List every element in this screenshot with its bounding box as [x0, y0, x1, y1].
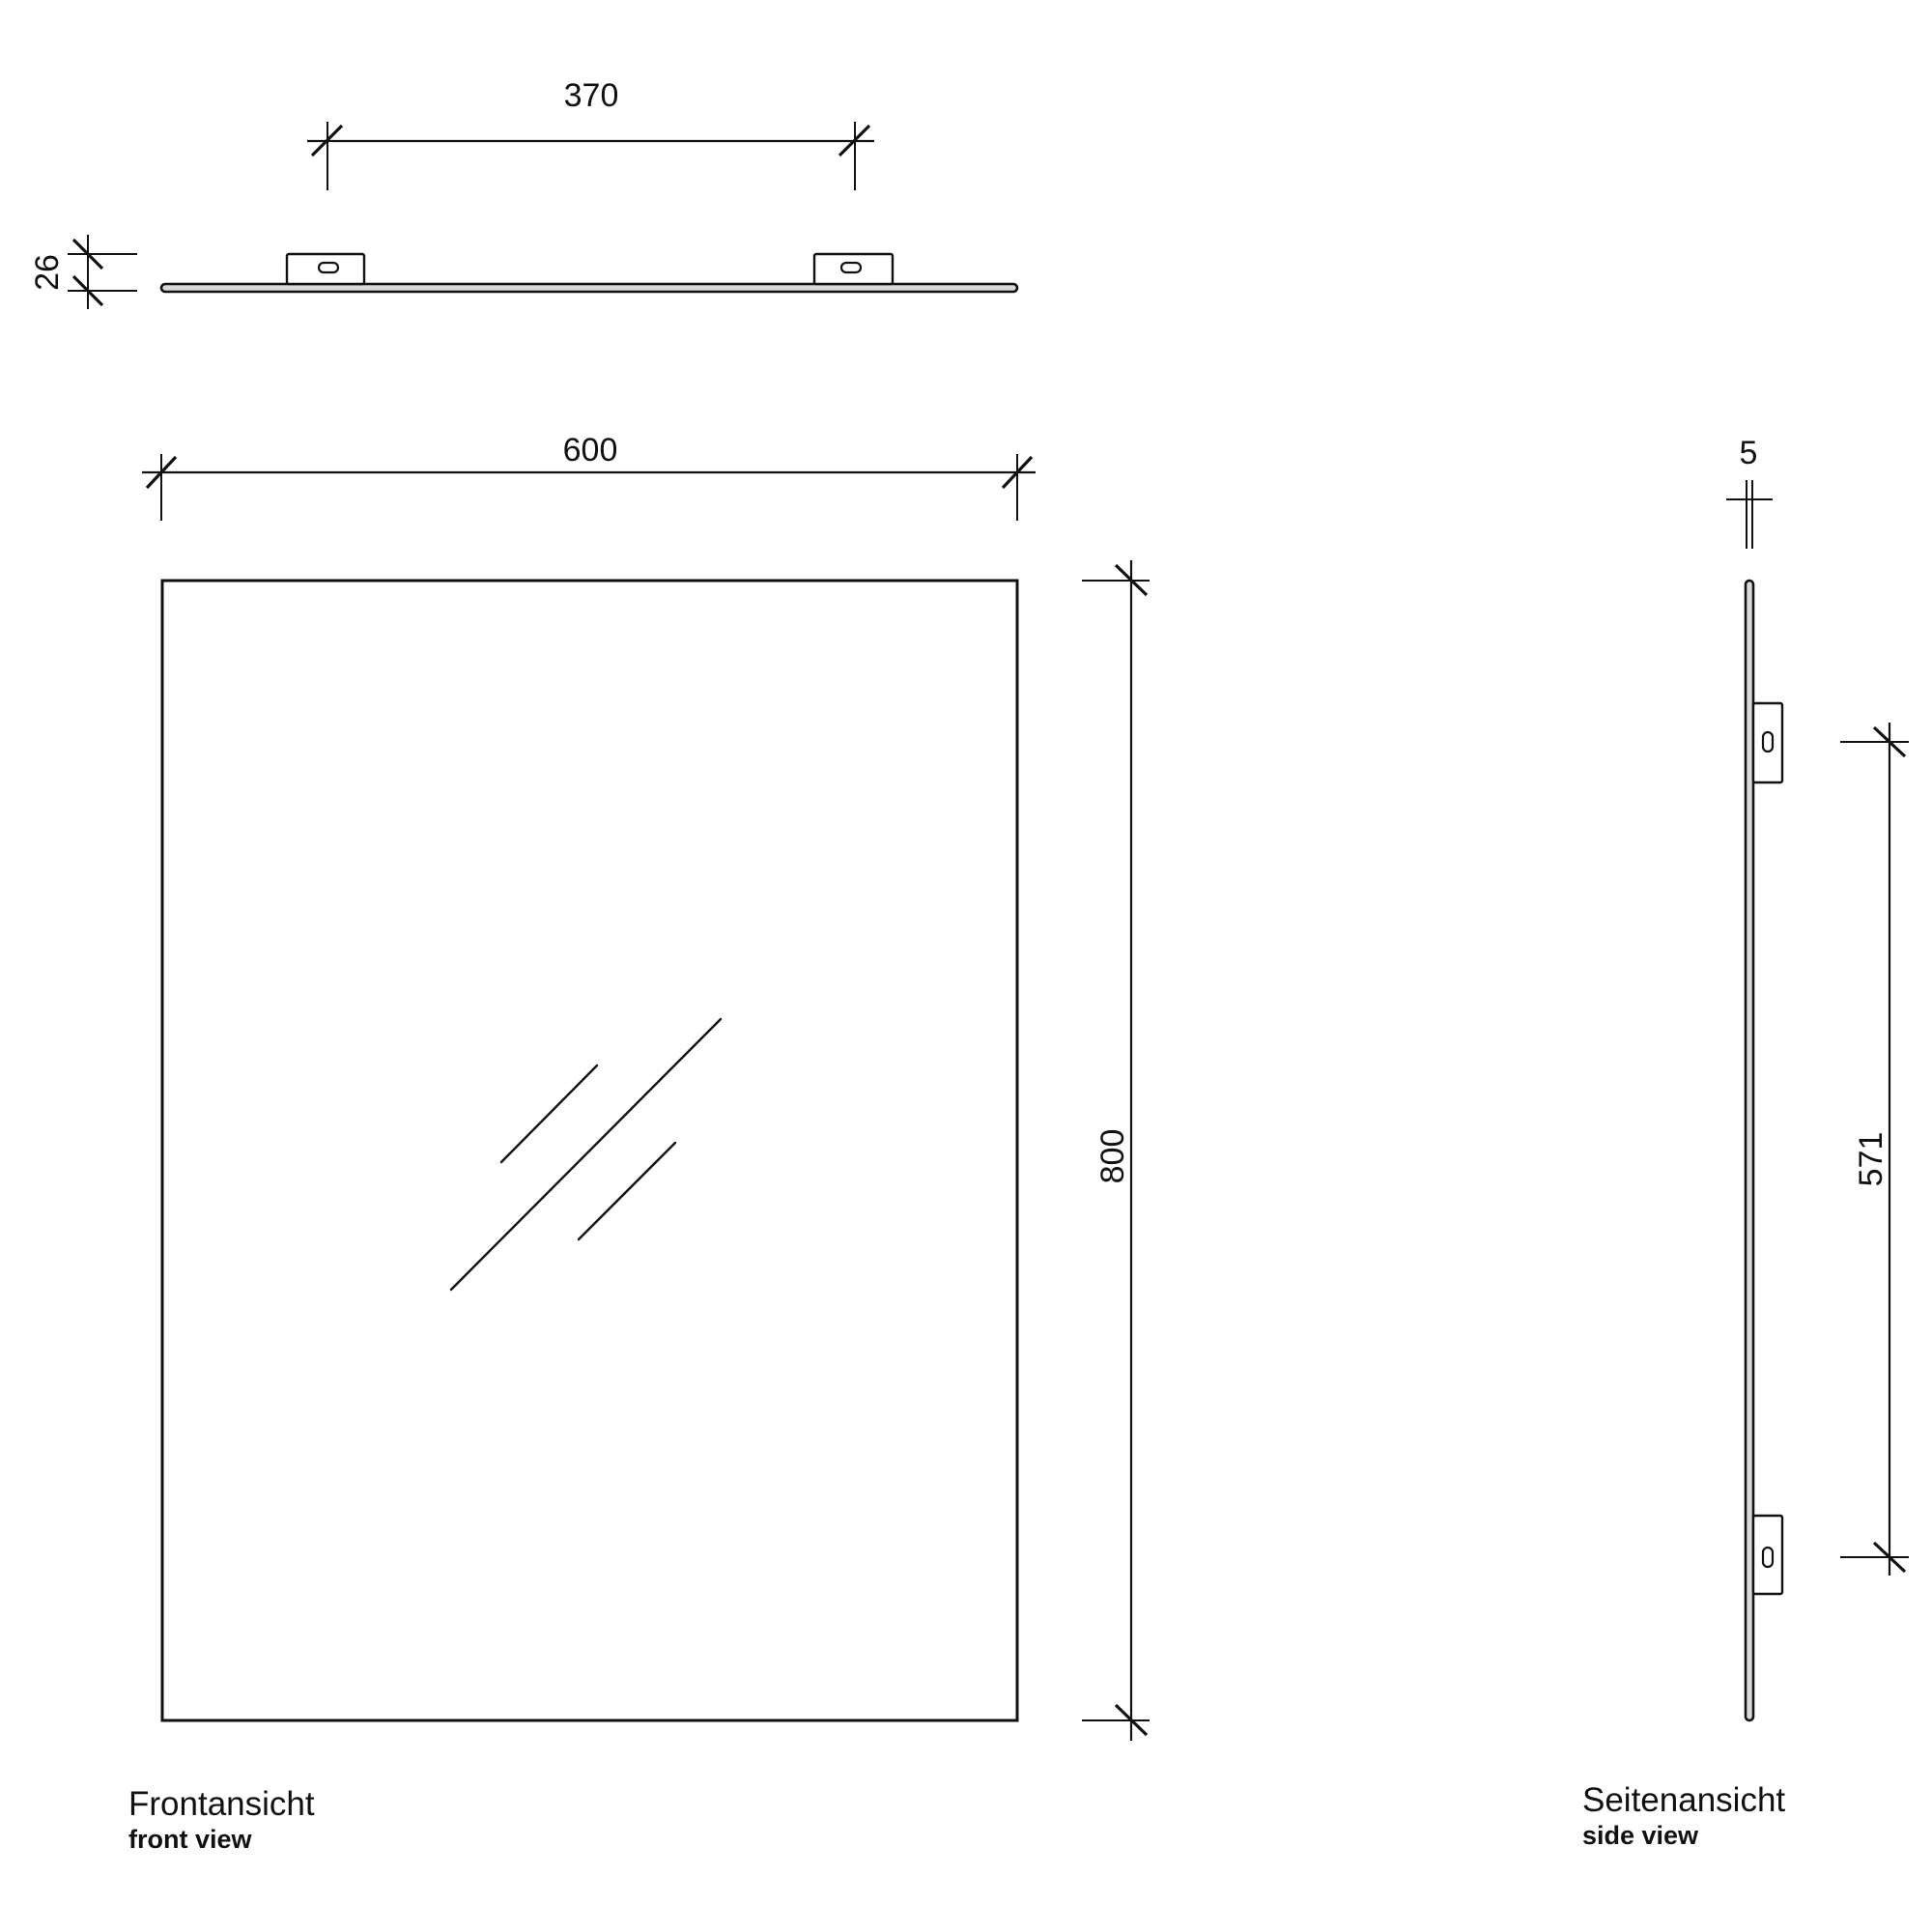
side-view-title-en: side view — [1582, 1821, 1699, 1850]
mirror-plate-side — [1744, 579, 1755, 1722]
dimension-label-800: 800 — [1094, 1129, 1131, 1184]
side-view-caption: Seitenansicht side view — [1582, 1781, 1785, 1851]
top-view: 370 26 — [29, 77, 1019, 309]
dimension-label-571: 571 — [1853, 1132, 1889, 1187]
slot-icon — [839, 261, 863, 274]
dimension-800: 800 — [1082, 560, 1150, 1741]
dimension-571: 571 — [1840, 723, 1909, 1576]
dimension-26: 26 — [29, 235, 137, 309]
slot-icon — [1761, 730, 1775, 753]
side-view: 5 571 — [1726, 435, 1909, 1722]
mirror-plate-top — [159, 282, 1019, 294]
reflection-glint-icon — [449, 1017, 723, 1292]
dimension-370: 370 — [307, 77, 874, 190]
dimension-label-600: 600 — [563, 432, 618, 469]
dimension-600: 600 — [142, 432, 1036, 521]
dimension-label-370: 370 — [564, 77, 619, 114]
front-view-title-de: Frontansicht — [128, 1785, 315, 1823]
mirror-outline-front — [160, 579, 1019, 1722]
bracket-upper-side — [1751, 701, 1784, 784]
slot-icon — [317, 261, 340, 274]
slot-icon — [1761, 1546, 1775, 1569]
bracket-lower-side — [1751, 1514, 1784, 1596]
dimension-label-26: 26 — [29, 254, 66, 291]
bracket-left-top — [285, 252, 366, 286]
bracket-right-top — [812, 252, 895, 286]
front-view: 600 800 — [142, 432, 1150, 1741]
front-view-caption: Frontansicht front view — [128, 1785, 315, 1855]
dimension-5: 5 — [1726, 435, 1773, 549]
dimension-label-5: 5 — [1740, 435, 1758, 471]
front-view-title-en: front view — [128, 1825, 252, 1854]
side-view-title-de: Seitenansicht — [1582, 1781, 1786, 1819]
